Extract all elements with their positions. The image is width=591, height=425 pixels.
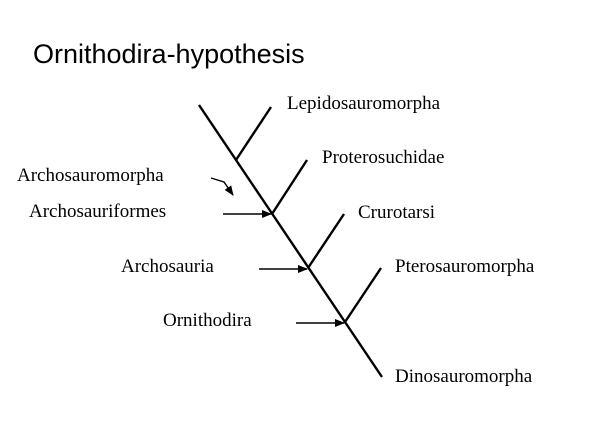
branch-lepidosauromorpha xyxy=(234,106,273,161)
taxon-crurotarsi: Crurotarsi xyxy=(358,202,435,223)
main-stem xyxy=(198,104,383,378)
clade-label-ornithodira: Ornithodira xyxy=(163,310,252,331)
taxon-pterosauromorpha: Pterosauromorpha xyxy=(395,256,535,277)
arrow-archosauromorpha xyxy=(210,177,234,196)
clade-label-archosauria: Archosauria xyxy=(121,256,214,277)
branch-crurotarsi xyxy=(307,213,345,269)
clade-label-archosauromorpha: Archosauromorpha xyxy=(17,165,164,186)
branch-pterosauromorpha xyxy=(344,267,382,323)
taxon-proterosuchidae: Proterosuchidae xyxy=(322,147,444,168)
clade-label-archosauriformes: Archosauriformes xyxy=(29,201,166,222)
branch-proterosuchidae xyxy=(270,159,309,215)
page-title: Ornithodira-hypothesis xyxy=(33,39,305,69)
taxon-dinosauromorpha: Dinosauromorpha xyxy=(395,366,533,387)
taxon-lepidosauromorpha: Lepidosauromorpha xyxy=(287,93,441,114)
